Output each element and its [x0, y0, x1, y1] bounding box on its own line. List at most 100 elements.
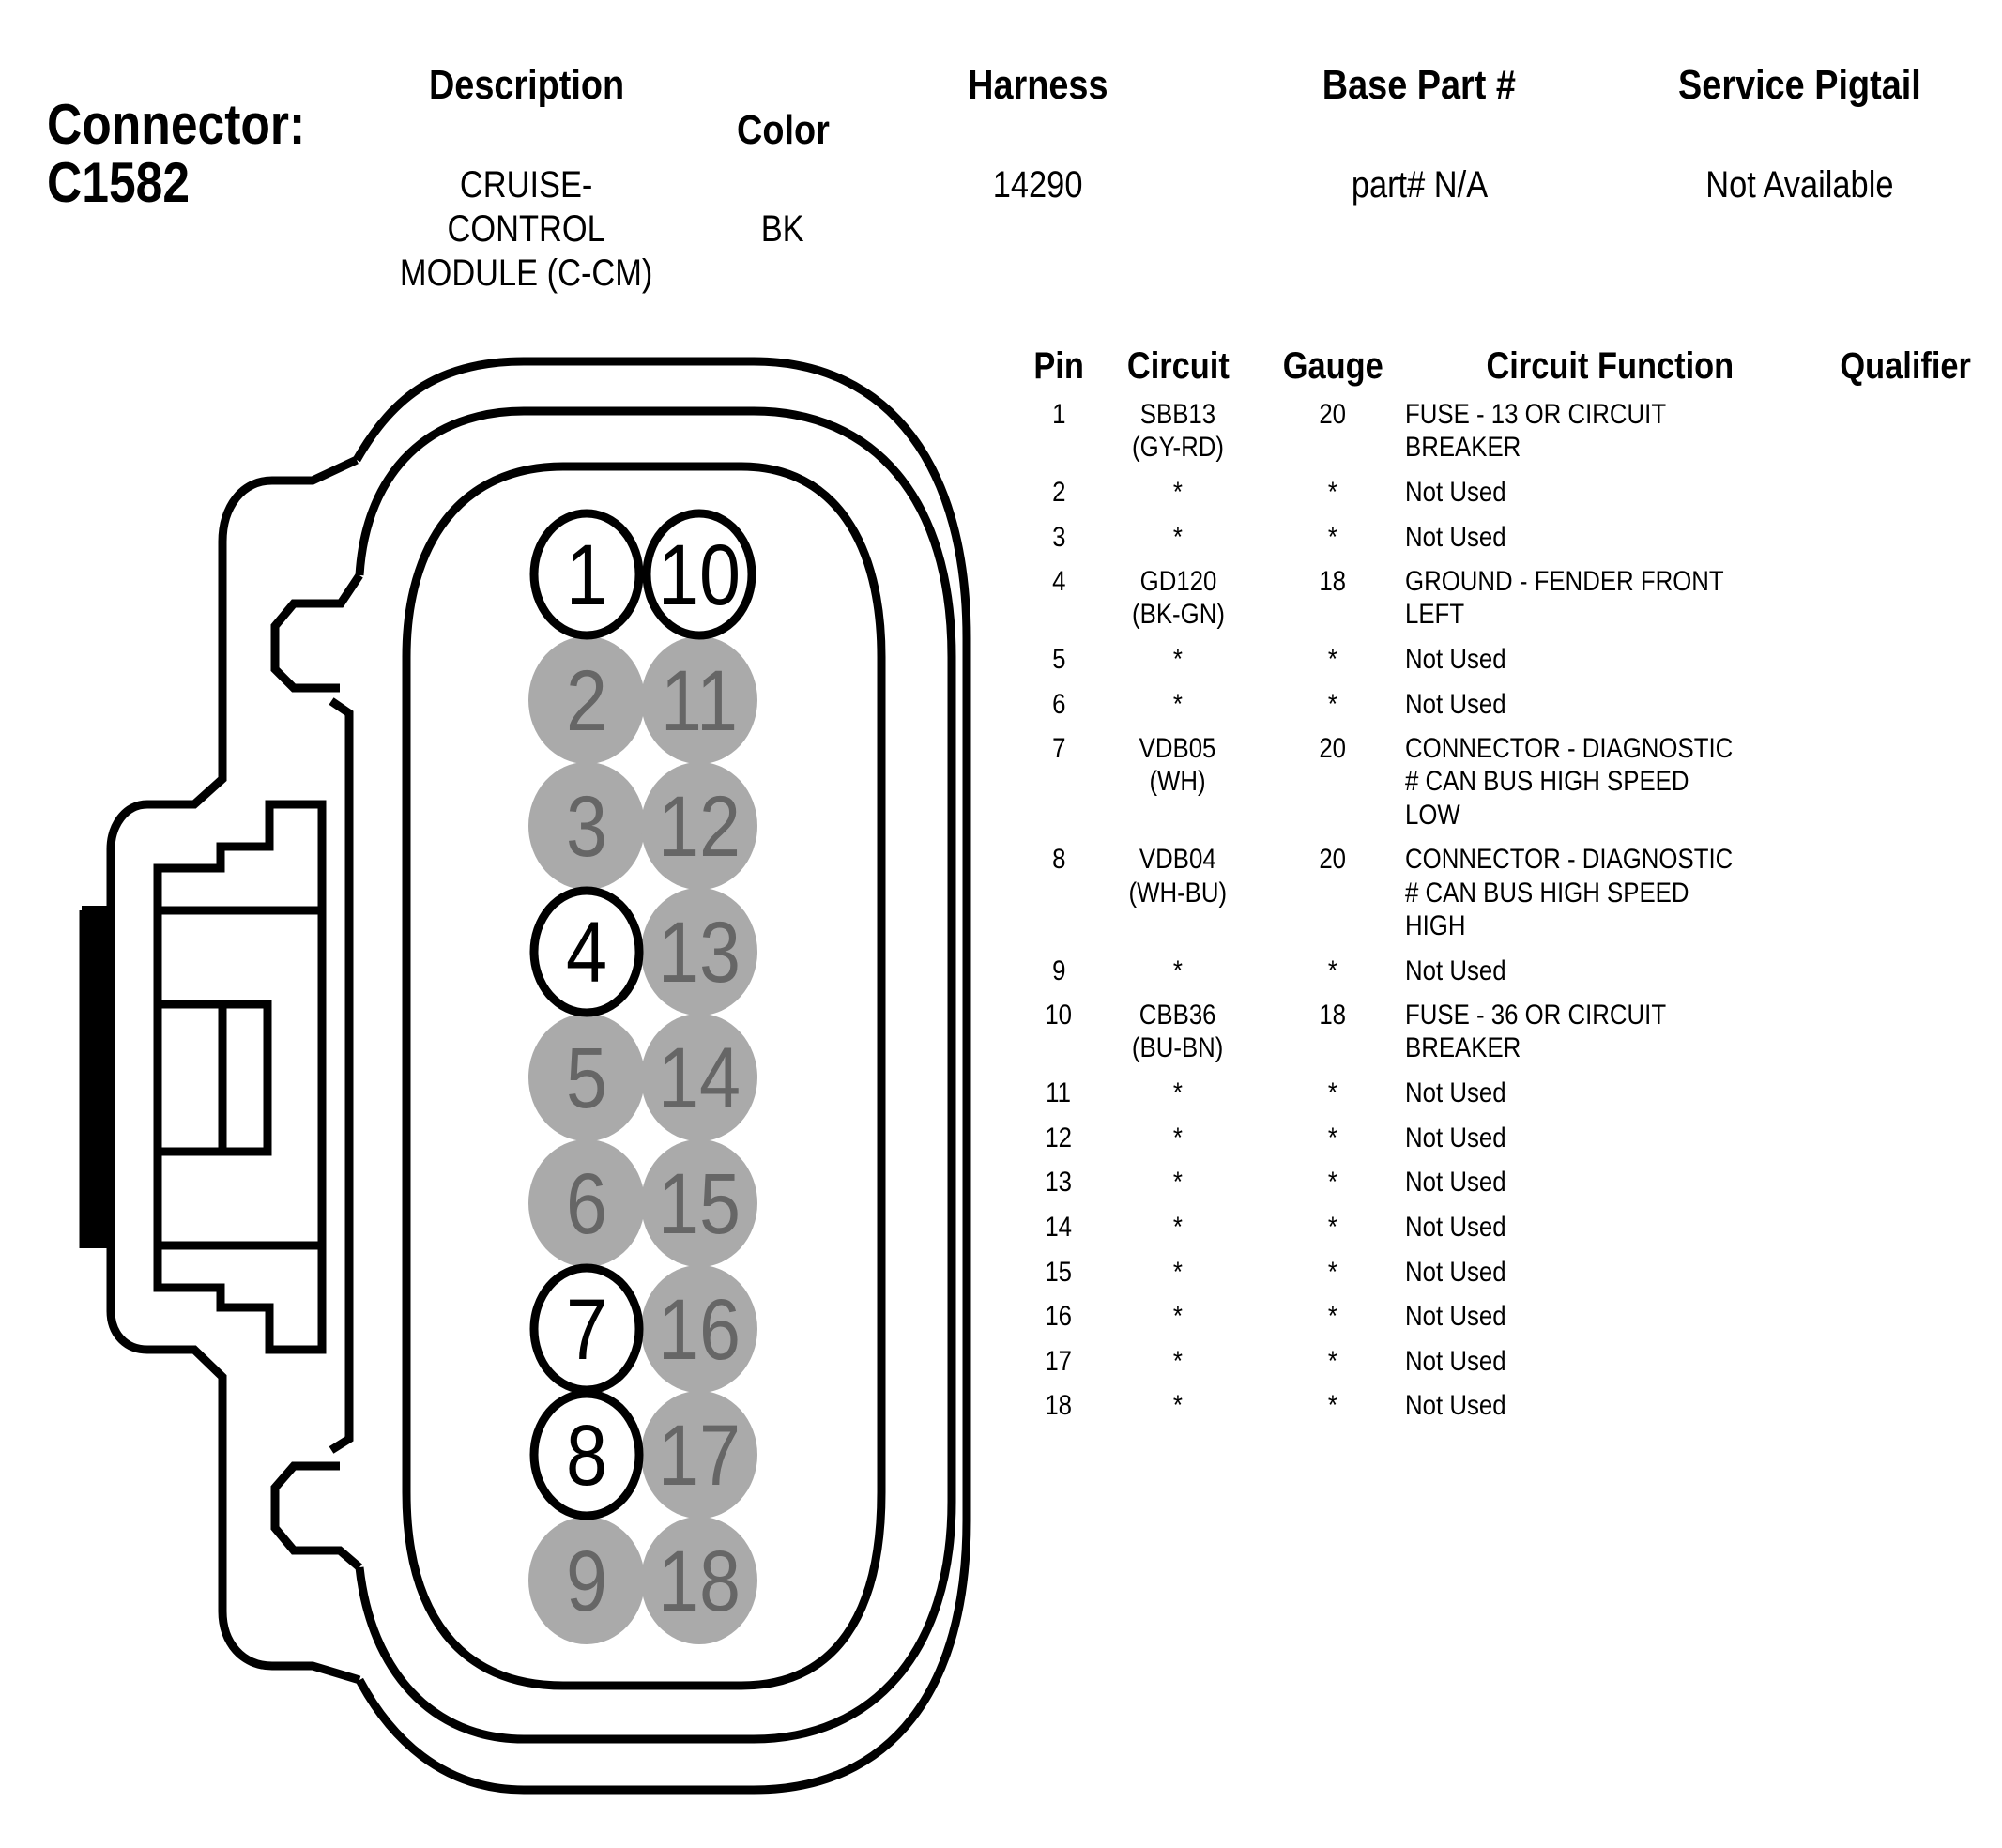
cell-qualifier	[1811, 843, 1999, 876]
cell-circuit-function: Not Used	[1405, 1300, 1837, 1333]
column-header-circuit-function-text: Circuit Function	[1486, 345, 1734, 387]
cell-circuit: *	[1103, 1211, 1253, 1244]
pin-3: 3	[528, 762, 645, 890]
cell-circuit: *	[1103, 1300, 1253, 1333]
cell-circuit-text: *	[1172, 521, 1184, 553]
cell-gauge: *	[1258, 1166, 1408, 1199]
pin-used-marker	[642, 509, 756, 640]
cell-circuit-function-text: Not Used	[1405, 1077, 1506, 1109]
cell-circuit-text: *	[1172, 476, 1184, 508]
cell-pin: 2	[1012, 476, 1106, 509]
cell-gauge: *	[1258, 688, 1408, 721]
cell-circuit: *	[1103, 1256, 1253, 1289]
cell-qualifier	[1811, 1345, 1999, 1378]
cell-qualifier	[1811, 565, 1999, 598]
pin-unused-marker	[641, 1014, 757, 1141]
pin-number-label: 9	[566, 1533, 607, 1629]
cell-pin-text: 2	[1051, 476, 1066, 508]
cell-circuit-function-text: FUSE - 36 OR CIRCUIT BREAKER	[1405, 1000, 1667, 1064]
cell-gauge-text: 20	[1319, 399, 1347, 430]
cell-pin: 17	[1012, 1345, 1106, 1378]
cell-circuit-function: CONNECTOR - DIAGNOSTIC # CAN BUS HIGH SP…	[1405, 843, 1837, 942]
cell-circuit-function-text: Not Used	[1405, 1301, 1506, 1333]
cell-circuit-text: *	[1172, 1256, 1184, 1288]
cell-qualifier	[1811, 1300, 1999, 1333]
pin-unused-marker	[641, 888, 757, 1016]
pin-number-label: 14	[658, 1030, 741, 1126]
cell-circuit-text: *	[1172, 1211, 1184, 1243]
cell-circuit-function-text: Not Used	[1405, 1256, 1506, 1288]
pin-unused-marker	[641, 636, 757, 764]
cell-pin: 5	[1012, 643, 1106, 676]
pin-6: 6	[528, 1139, 645, 1267]
cell-gauge-text: *	[1327, 476, 1338, 508]
pin-5: 5	[528, 1014, 645, 1141]
cell-circuit-function: Not Used	[1405, 1345, 1837, 1378]
cell-gauge-text: *	[1327, 955, 1338, 986]
color-label-text: Color	[736, 107, 830, 153]
pin-number-label: 2	[566, 652, 607, 749]
cell-gauge-text: *	[1327, 1256, 1338, 1288]
pin-8: 8	[529, 1389, 644, 1520]
cell-pin: 1	[1012, 398, 1106, 431]
connector-latch-outline	[106, 455, 361, 1685]
cell-qualifier	[1811, 1077, 1999, 1109]
description-value: CRUISE- CONTROL MODULE (C-CM)	[339, 119, 714, 296]
service-pigtail-value-text: Not Available	[1704, 164, 1894, 206]
cell-circuit-function-text: GROUND - FENDER FRONT LEFT	[1405, 566, 1724, 631]
pin-unused-marker	[528, 1014, 645, 1141]
cell-gauge: *	[1258, 1389, 1408, 1422]
cell-circuit-function: FUSE - 13 OR CIRCUIT BREAKER	[1405, 398, 1837, 465]
base-part-value-text: part# N/A	[1351, 164, 1488, 206]
pin-number-label: 4	[566, 904, 607, 1000]
cell-circuit-text: *	[1172, 1301, 1184, 1333]
cell-pin-text: 1	[1051, 399, 1066, 430]
pin-unused-marker	[528, 1139, 645, 1267]
cell-gauge: *	[1258, 521, 1408, 554]
description-label-text: Description	[428, 62, 625, 108]
cell-circuit: GD120 (BK-GN)	[1103, 565, 1253, 632]
service-pigtail-value: Not Available	[1612, 119, 1987, 207]
pin-number-label: 15	[658, 1155, 741, 1252]
cell-circuit-function: Not Used	[1405, 1211, 1837, 1244]
cell-pin-text: 8	[1051, 844, 1066, 876]
pin-number-label: 18	[658, 1533, 741, 1629]
cell-pin: 13	[1012, 1166, 1106, 1199]
cell-circuit-function-text: FUSE - 13 OR CIRCUIT BREAKER	[1405, 399, 1667, 464]
column-header-pin: Pin	[1012, 345, 1106, 387]
cell-circuit: VDB04 (WH-BU)	[1103, 843, 1253, 909]
cell-qualifier	[1811, 999, 1999, 1031]
pin-number-label: 13	[658, 904, 741, 1000]
cell-qualifier	[1811, 1211, 1999, 1244]
cell-circuit-function-text: Not Used	[1405, 688, 1506, 720]
pin-number-label: 6	[566, 1155, 607, 1252]
cell-gauge: 20	[1258, 732, 1408, 765]
cell-gauge: *	[1258, 1345, 1408, 1378]
service-pigtail-label-text: Service Pigtail	[1677, 62, 1921, 108]
pin-1: 1	[529, 509, 644, 640]
pin-11: 11	[641, 636, 757, 764]
description-value-text: CRUISE- CONTROL MODULE (C-CM)	[400, 164, 653, 294]
cell-circuit-text: *	[1172, 955, 1184, 986]
cell-circuit-text: SBB13 (GY-RD)	[1132, 399, 1224, 464]
cell-pin-text: 3	[1051, 521, 1066, 553]
harness-value: 14290	[897, 119, 1179, 207]
cell-circuit-function: Not Used	[1405, 1166, 1837, 1199]
connector-title-label: Connector:	[47, 93, 306, 156]
pin-unused-marker	[641, 1139, 757, 1267]
cell-circuit: *	[1103, 643, 1253, 676]
cell-gauge-text: 20	[1319, 733, 1347, 765]
cell-circuit-function-text: Not Used	[1405, 1211, 1506, 1243]
pin-unused-marker	[641, 1517, 757, 1644]
pin-unused-marker	[528, 762, 645, 890]
harness-value-text: 14290	[993, 164, 1083, 206]
cell-gauge-text: *	[1327, 1390, 1338, 1422]
connector-pin-cavity	[402, 462, 886, 1690]
pin-17: 17	[641, 1391, 757, 1519]
cell-circuit-function: Not Used	[1405, 521, 1837, 554]
color-label: Color	[689, 109, 877, 152]
pin-9: 9	[528, 1517, 645, 1644]
pin-number-label: 7	[566, 1281, 607, 1378]
cell-qualifier	[1811, 1166, 1999, 1199]
cell-circuit-function: GROUND - FENDER FRONT LEFT	[1405, 565, 1837, 632]
